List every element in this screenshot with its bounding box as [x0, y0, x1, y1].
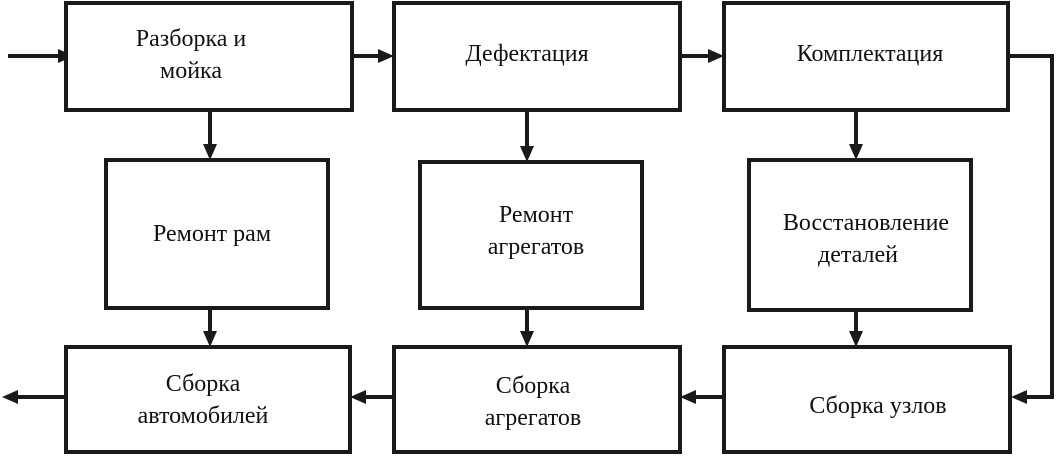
box-disassembly-line-2: мойка	[160, 58, 222, 84]
box-complect-frame	[722, 1, 1010, 112]
arrow-defect-to-unit-repair-head	[520, 146, 534, 162]
arrow-disassembly-to-frame-repair-head	[203, 144, 217, 160]
arrow-unit-repair-to-unit-assembly-head	[520, 331, 534, 347]
box-node-assembly-line-1: Сборка узлов	[809, 393, 946, 419]
box-parts-restore-line-1: Восстановление	[783, 210, 949, 236]
box-defect: Дефектация	[392, 1, 682, 112]
box-unit-repair: Ремонт агрегатов	[418, 160, 644, 310]
box-unit-repair-line-2: агрегатов	[488, 234, 585, 260]
box-car-assembly-line-1: Сборка	[166, 371, 241, 397]
arrow-unit-assembly-to-car-assembly-head	[350, 390, 366, 404]
arrow-node-assembly-to-unit-assembly-head	[680, 390, 696, 404]
arrow-parts-restore-to-node-assembly-head	[849, 331, 863, 347]
box-car-assembly-frame	[64, 345, 352, 454]
box-defect-line-1: Дефектация	[465, 41, 588, 67]
arrow-complect-to-parts-restore-head	[849, 144, 863, 160]
box-car-assembly-line-2: автомобилей	[138, 403, 269, 429]
box-disassembly-line-1: Разборка и	[136, 26, 247, 52]
box-node-assembly: Сборка узлов	[722, 345, 1012, 454]
box-unit-assembly-frame	[392, 345, 682, 454]
box-frame-repair-line-1: Ремонт рам	[153, 221, 271, 247]
box-unit-repair-line-1: Ремонт	[499, 202, 574, 228]
arrow-disassembly-to-defect-head	[378, 49, 394, 63]
box-defect-frame	[392, 1, 682, 112]
box-frame-repair-frame	[104, 158, 330, 310]
box-frame-repair: Ремонт рам	[104, 158, 330, 310]
box-node-assembly-frame	[722, 345, 1012, 454]
arrow-frame-repair-to-car-assembly-head	[203, 331, 217, 347]
box-complect: Комплектация	[722, 1, 1010, 112]
box-complect-line-1: Комплектация	[797, 41, 944, 67]
box-parts-restore-line-2: деталей	[818, 242, 898, 268]
box-unit-assembly-line-2: агрегатов	[485, 405, 582, 431]
arrow-complect-to-node-assembly-head	[1011, 390, 1027, 404]
box-unit-repair-frame	[418, 160, 644, 310]
box-disassembly: Разборка и мойка	[64, 1, 354, 112]
connectors	[2, 49, 1054, 404]
box-unit-assembly: Сборка агрегатов	[392, 345, 682, 454]
box-parts-restore: Восстановление деталей	[747, 158, 973, 312]
arrow-complect-to-node-assembly	[1008, 54, 1054, 399]
box-car-assembly: Сборка автомобилей	[64, 345, 352, 454]
box-disassembly-frame	[64, 1, 354, 112]
box-unit-assembly-line-1: Сборка	[496, 373, 571, 399]
box-parts-restore-frame	[747, 158, 973, 312]
arrow-defect-to-complect-head	[708, 49, 724, 63]
output-arrow-head	[2, 390, 18, 404]
